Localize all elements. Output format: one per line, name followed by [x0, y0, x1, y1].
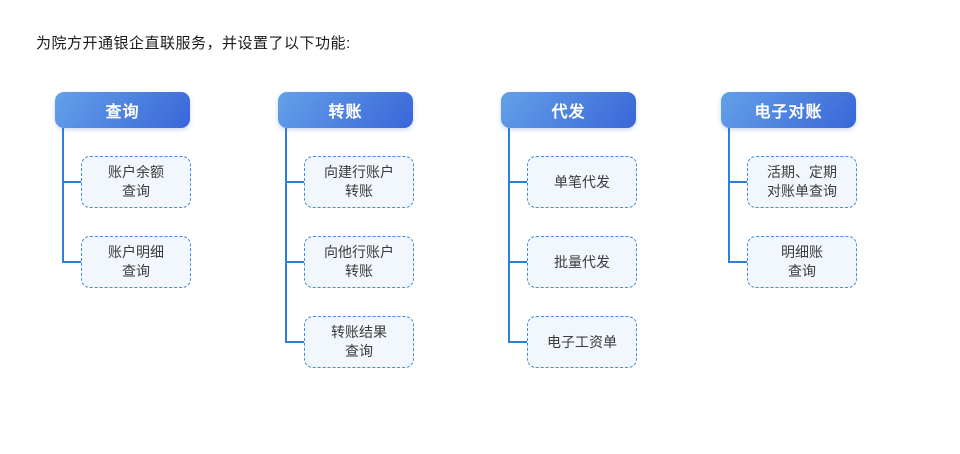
diagram-column-2: 转账向建行账户 转账向他行账户 转账转账结果 查询: [278, 92, 438, 392]
connector-branch: [728, 181, 748, 183]
connector-branch: [508, 261, 528, 263]
feature-node: 账户明细 查询: [81, 236, 191, 288]
feature-node: 账户余额 查询: [81, 156, 191, 208]
category-header: 转账: [278, 92, 413, 128]
connector-branch: [285, 341, 305, 343]
diagram-column-3: 代发单笔代发批量代发电子工资单: [501, 92, 661, 392]
connector-branch: [508, 341, 528, 343]
page-title: 为院方开通银企直联服务，并设置了以下功能:: [36, 35, 351, 52]
feature-node: 单笔代发: [527, 156, 637, 208]
feature-node: 明细账 查询: [747, 236, 857, 288]
feature-node: 向他行账户 转账: [304, 236, 414, 288]
feature-node: 向建行账户 转账: [304, 156, 414, 208]
connector-trunk: [62, 128, 64, 262]
connector-branch: [62, 181, 82, 183]
connector-branch: [728, 261, 748, 263]
connector-branch: [285, 181, 305, 183]
feature-node: 批量代发: [527, 236, 637, 288]
connector-trunk: [285, 128, 287, 342]
feature-node: 活期、定期 对账单查询: [747, 156, 857, 208]
connector-trunk: [728, 128, 730, 262]
connector-branch: [508, 181, 528, 183]
diagram-column-4: 电子对账活期、定期 对账单查询明细账 查询: [721, 92, 881, 392]
connector-trunk: [508, 128, 510, 342]
connector-branch: [285, 261, 305, 263]
category-header: 代发: [501, 92, 636, 128]
category-header: 电子对账: [721, 92, 856, 128]
feature-node: 电子工资单: [527, 316, 637, 368]
category-header: 查询: [55, 92, 190, 128]
feature-node: 转账结果 查询: [304, 316, 414, 368]
diagram-column-1: 查询账户余额 查询账户明细 查询: [55, 92, 215, 392]
connector-branch: [62, 261, 82, 263]
